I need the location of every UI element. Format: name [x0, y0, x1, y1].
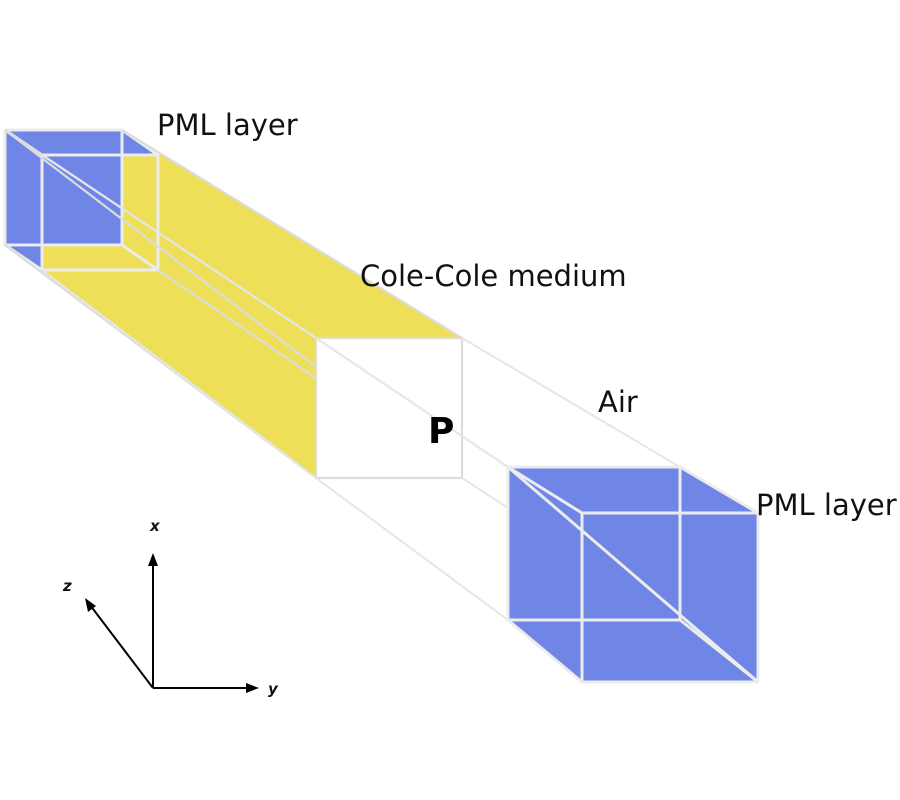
pml-layer-top-label: PML layer — [157, 108, 298, 142]
x-axis-label: x — [149, 517, 161, 535]
cole-cole-medium-label: Cole-Cole medium — [360, 259, 627, 293]
coordinate-axes: x y z — [62, 517, 279, 698]
pml-right-connector — [507, 465, 583, 515]
pml-left-connector — [121, 243, 159, 272]
y-axis-arrowhead — [246, 683, 259, 693]
pml-layer-right — [506, 465, 760, 684]
pml-left-side-face — [5, 130, 42, 270]
y-axis-label: y — [268, 680, 279, 698]
edge-inner — [41, 269, 317, 479]
air-edge — [315, 477, 509, 621]
air-label: Air — [598, 385, 638, 419]
air-cross-section — [314, 336, 464, 480]
z-axis-arrow — [89, 604, 154, 689]
z-axis-arrowhead — [85, 598, 96, 612]
pml-right-diagonal — [507, 465, 759, 684]
edge-inner — [41, 154, 317, 339]
edge-top-right — [121, 129, 463, 339]
pml-right-connector — [507, 618, 583, 684]
air-diagonal — [315, 337, 509, 468]
waveguide-edges — [4, 129, 463, 479]
pml-left-top-face — [5, 130, 158, 155]
x-axis-arrowhead — [148, 553, 158, 566]
pml-layer-bottom-label: PML layer — [756, 488, 897, 522]
point-p-label: P — [428, 411, 454, 452]
z-axis-label: z — [62, 577, 72, 595]
air-edge — [461, 337, 681, 468]
pml-right-connector — [679, 465, 759, 515]
